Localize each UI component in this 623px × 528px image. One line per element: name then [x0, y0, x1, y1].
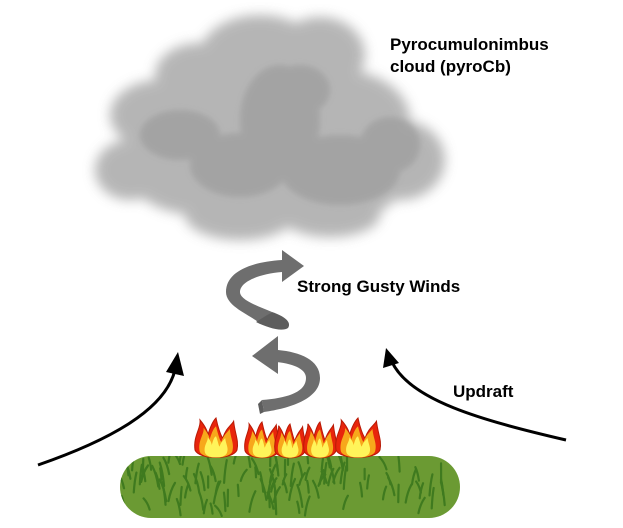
- flames-group: [194, 416, 381, 459]
- grass-blade: [158, 461, 166, 488]
- grass-blade: [175, 497, 182, 517]
- grass-blade: [439, 481, 446, 507]
- grass-blade: [232, 456, 239, 465]
- grass-blade: [209, 502, 214, 515]
- flame-icon: [194, 416, 238, 458]
- grass-blade: [339, 461, 346, 485]
- grass-blade: [305, 456, 310, 465]
- grass-blade: [182, 474, 192, 492]
- grass-blade: [236, 483, 240, 498]
- grass-blade: [179, 485, 183, 507]
- grass-blade: [410, 467, 418, 486]
- grass-blade: [259, 478, 268, 501]
- grass-blade: [296, 483, 304, 508]
- grass-blade: [397, 456, 401, 473]
- grass-blade: [192, 472, 201, 494]
- grass-blade: [289, 462, 295, 488]
- grass-blade: [142, 497, 151, 511]
- grass-blade: [311, 479, 320, 499]
- grass-blade: [335, 456, 343, 464]
- grass-blade: [327, 460, 336, 485]
- grass-blade: [254, 466, 258, 479]
- grass-blade: [320, 456, 326, 471]
- grass-blade: [178, 456, 188, 464]
- grass-blade: [248, 490, 257, 513]
- grass-blade: [358, 481, 364, 498]
- grass-blade: [297, 461, 304, 479]
- grass-blade: [417, 496, 426, 515]
- grass-blade: [202, 498, 209, 515]
- grass-blade: [167, 456, 175, 464]
- updraft-arrow-icon: [37, 352, 184, 467]
- grass-blade: [239, 468, 248, 483]
- grass-icon: [120, 456, 460, 518]
- grass-blade: [147, 456, 153, 471]
- grass-blade: [183, 483, 190, 499]
- grass-blade: [266, 473, 274, 500]
- cloud-icon: [95, 15, 445, 240]
- flame-icon: [335, 416, 381, 458]
- grass-blade: [303, 495, 311, 517]
- grass-blade: [245, 456, 252, 468]
- grass-blade: [387, 476, 396, 497]
- grass-blade: [298, 471, 307, 486]
- cloud-label-line1: Pyrocumulonimbus: [390, 35, 549, 54]
- updraft-arrow-icon: [383, 348, 567, 442]
- grass-blade: [222, 459, 228, 484]
- grass-blade: [381, 485, 388, 501]
- grass-blade: [428, 473, 434, 497]
- grass-blade: [120, 470, 126, 490]
- grass-blade: [222, 491, 227, 513]
- grass-blade: [199, 471, 206, 492]
- grass-blade: [270, 480, 277, 493]
- grass-blade: [342, 494, 349, 511]
- grass-blade: [296, 500, 301, 515]
- grass-blade: [418, 482, 425, 500]
- grass-blade: [430, 486, 435, 510]
- grass-blade: [209, 465, 217, 483]
- grass-blade: [205, 456, 213, 476]
- grass-blade: [198, 492, 205, 511]
- updraft-label: Updraft: [453, 382, 514, 401]
- grass-blade: [404, 483, 413, 504]
- grass-blade: [323, 461, 328, 485]
- grass-blade: [342, 465, 348, 491]
- grass-blade: [268, 468, 277, 493]
- flame-icon: [274, 423, 307, 459]
- grass-blade: [320, 470, 328, 484]
- grass-blade: [214, 480, 220, 495]
- cloud-label-line2: cloud (pyroCb): [390, 57, 511, 76]
- grass-blade: [273, 490, 278, 516]
- grass-blade: [181, 456, 191, 466]
- grass-blade: [304, 466, 311, 481]
- grass-blade: [288, 477, 297, 502]
- winds-label: Strong Gusty Winds: [297, 277, 461, 296]
- grass-blade: [151, 464, 160, 488]
- grass-blade: [132, 471, 138, 494]
- grass-blade: [138, 463, 143, 486]
- spiral-arrow-icon: [226, 250, 320, 414]
- flame-icon: [244, 421, 281, 459]
- grass-blade: [159, 467, 163, 481]
- grass-blade: [306, 479, 310, 494]
- grass-blade: [269, 456, 273, 468]
- grass-blade: [194, 462, 200, 485]
- grass-blade: [378, 456, 388, 471]
- grass-blade: [366, 474, 371, 490]
- grass-blade: [250, 457, 260, 476]
- grass-blade: [184, 466, 189, 480]
- cloud-label: Pyrocumulonimbus cloud (pyroCb): [390, 34, 580, 78]
- grass-blade: [158, 478, 168, 503]
- grass-blade: [162, 456, 171, 476]
- grass-blade: [213, 504, 223, 518]
- grass-blade: [273, 456, 280, 477]
- flame-icon: [303, 421, 338, 459]
- grass-blade: [167, 481, 177, 503]
